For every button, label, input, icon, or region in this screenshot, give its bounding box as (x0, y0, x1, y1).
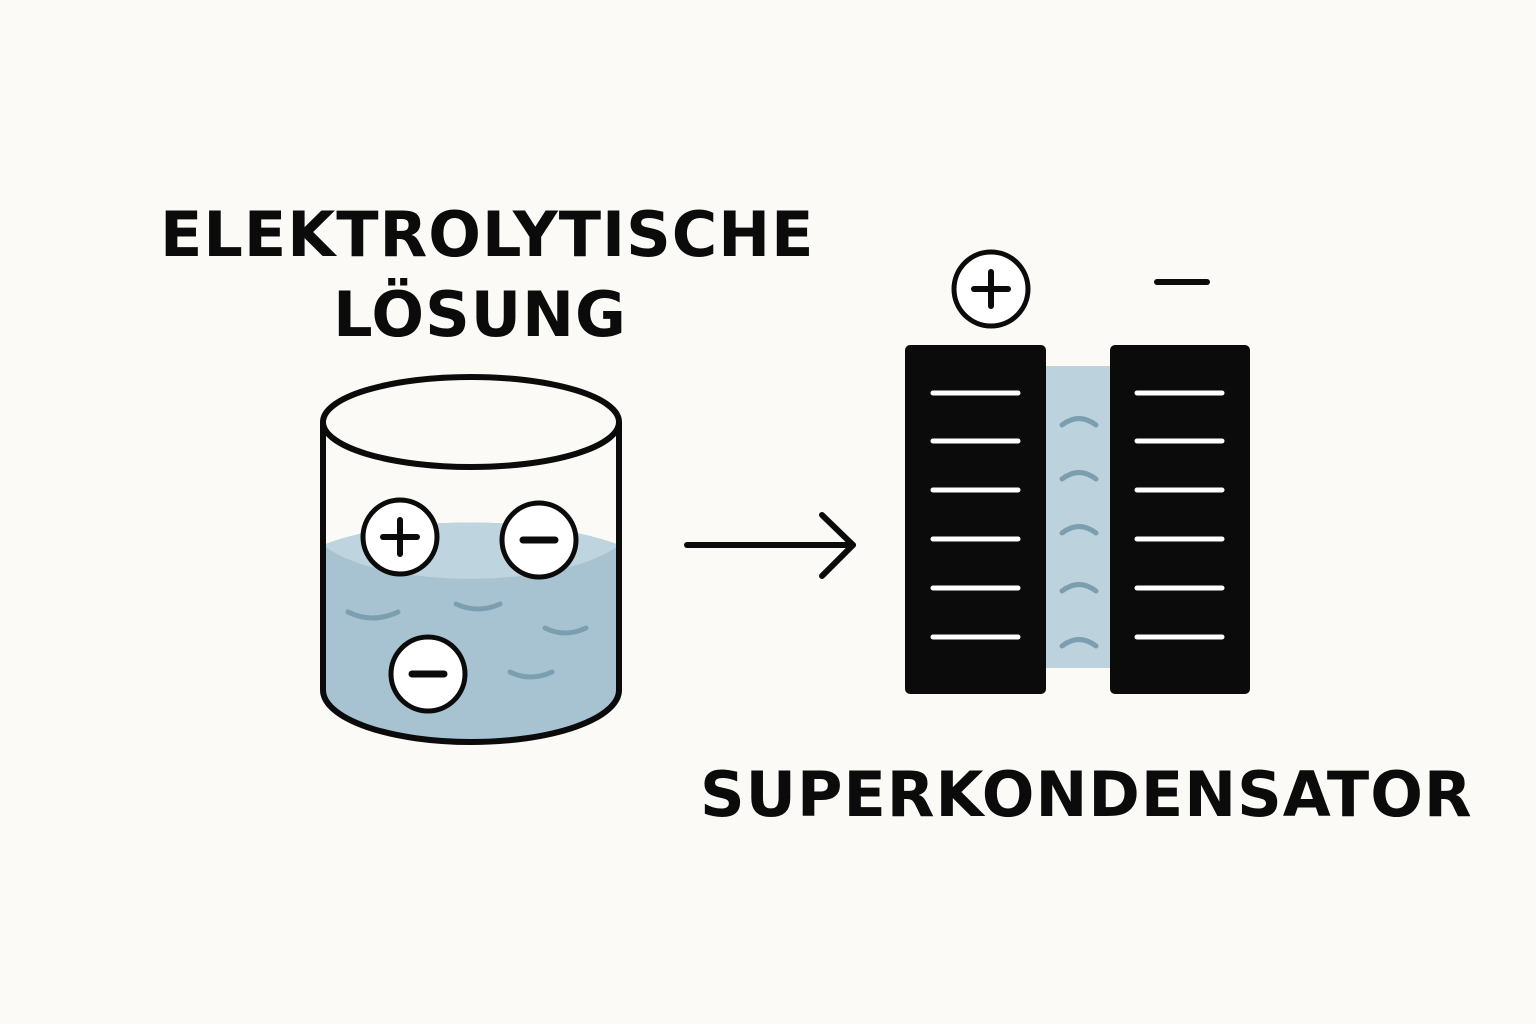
arrow-right-icon (684, 512, 856, 579)
positive-terminal (951, 249, 1031, 329)
beaker-rim (320, 374, 622, 470)
supercapacitor (905, 249, 1250, 694)
electrolyte-waves (345, 601, 589, 680)
negative-electrode (1110, 345, 1250, 694)
beaker-outline (320, 422, 622, 745)
negative-ion-top (499, 500, 579, 580)
electrolyte-solution-title-line1: ELEKTROLYTISCHE (160, 198, 815, 271)
separator (1045, 366, 1112, 668)
negative-ion-bottom (388, 634, 468, 714)
electrolyte-solution-title-line2: LÖSUNG (333, 278, 627, 351)
supercapacitor-title: SUPERKONDENSATOR (700, 758, 1473, 831)
positive-ion (360, 497, 440, 577)
electrolyte-solution-title: ELEKTROLYTISCHE LÖSUNG (160, 195, 815, 355)
separator-waves (1059, 416, 1099, 649)
positive-electrode (905, 345, 1046, 694)
beaker (320, 374, 622, 745)
